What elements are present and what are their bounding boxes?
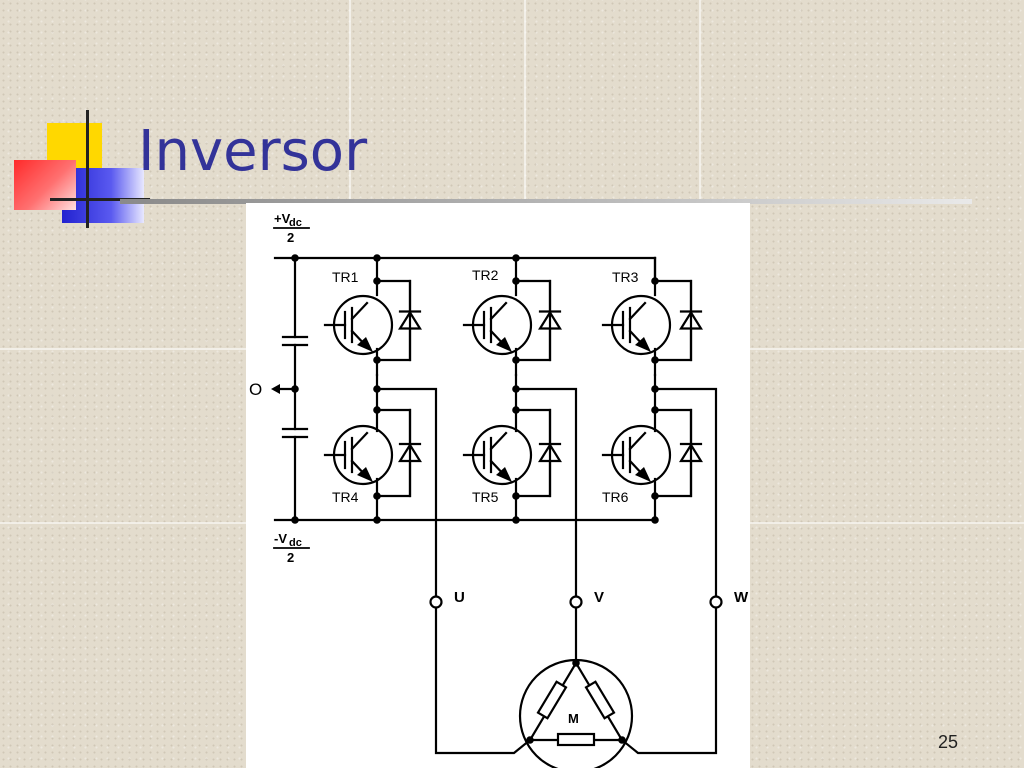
- junction-dot: [373, 492, 381, 500]
- junction-dot: [651, 516, 659, 524]
- diode-TR2: [538, 279, 562, 362]
- phase-terminal-W: [709, 595, 723, 609]
- igbt-TR5-emitter-arrow: [496, 467, 512, 482]
- junction-dot: [373, 356, 381, 364]
- diode-TR4: [398, 408, 422, 498]
- diode-TR6-triangle: [679, 442, 703, 463]
- junction-dot: [373, 254, 381, 262]
- igbt-TR6-emitter-arrow: [635, 467, 651, 482]
- transistor-label-TR2: TR2: [472, 267, 499, 283]
- igbt-TR6: [601, 424, 672, 486]
- igbt-TR5: [462, 424, 533, 486]
- antiparallel-diode-wire: [375, 408, 412, 498]
- igbt-TR2: [462, 294, 533, 356]
- transistor-label-TR3: TR3: [612, 269, 639, 285]
- phase-label-U: U: [454, 589, 465, 606]
- junction-dot: [512, 492, 520, 500]
- vdc-positive-label-denominator: 2: [287, 230, 294, 245]
- vdc-positive-label-subscript: dc: [289, 217, 302, 229]
- winding-resistor: [536, 680, 568, 720]
- diode-TR2-triangle: [538, 310, 562, 330]
- antiparallel-diode-wire: [514, 408, 552, 498]
- igbt-TR1: [323, 294, 394, 356]
- junction-dot: [512, 356, 520, 364]
- junction-dot: [373, 516, 381, 524]
- phase-label-V: V: [594, 589, 604, 606]
- phase-output-wire: [375, 387, 438, 598]
- igbt-TR4: [323, 424, 394, 486]
- vdc-positive-label-numerator: +V: [274, 211, 291, 226]
- winding-resistor: [556, 732, 596, 747]
- vdc-negative-label-numerator: -V: [274, 531, 287, 546]
- vdc-negative-label-subscript: dc: [289, 537, 302, 549]
- transistor-label-TR1: TR1: [332, 269, 359, 285]
- diode-TR1-triangle: [398, 310, 422, 330]
- transistor-label-TR5: TR5: [472, 489, 499, 505]
- logo-vertical-line: [86, 110, 89, 228]
- junction-dot: [291, 516, 299, 524]
- igbt-TR1-emitter-arrow: [357, 337, 373, 352]
- antiparallel-diode-wire: [653, 279, 693, 362]
- page-number: 25: [938, 732, 959, 752]
- midpoint-arrow: [271, 384, 280, 394]
- diode-TR4-triangle: [398, 442, 422, 463]
- diode-TR3: [679, 279, 703, 362]
- decorative-squares-logo: [10, 110, 150, 230]
- igbt-TR3-emitter-arrow: [635, 337, 651, 352]
- transistor-label-TR4: TR4: [332, 489, 359, 505]
- junction-dot: [651, 406, 659, 414]
- igbt-TR2-emitter-arrow: [496, 337, 512, 352]
- motor-feed-W: [620, 606, 718, 755]
- diode-TR5: [538, 408, 562, 498]
- vdc-negative-label-denominator: 2: [287, 550, 294, 565]
- phase-label-W: W: [734, 589, 749, 606]
- logo-red-square: [14, 160, 76, 210]
- page-title: Inversor: [138, 119, 368, 184]
- diode-TR5-triangle: [538, 442, 562, 463]
- junction-dot: [651, 356, 659, 364]
- antiparallel-diode-wire: [375, 279, 412, 362]
- midpoint-label: O: [249, 380, 262, 399]
- phase-terminal-V: [569, 595, 583, 609]
- igbt-TR3: [601, 294, 672, 356]
- motor-label: M: [568, 711, 579, 726]
- junction-dot: [512, 277, 520, 285]
- diode-TR3-triangle: [679, 310, 703, 330]
- winding-resistor: [584, 680, 616, 720]
- diode-TR1: [398, 279, 422, 362]
- junction-dot: [651, 492, 659, 500]
- junction-dot: [373, 406, 381, 414]
- phase-output-wire: [514, 387, 578, 598]
- junction-dot: [512, 406, 520, 414]
- junction-dot: [291, 254, 299, 262]
- junction-dot: [512, 254, 520, 262]
- phase-terminal-U: [429, 595, 443, 609]
- transistor-label-TR6: TR6: [602, 489, 629, 505]
- junction-dot: [512, 516, 520, 524]
- junction-dot: [373, 277, 381, 285]
- antiparallel-diode-wire: [653, 408, 693, 498]
- antiparallel-diode-wire: [514, 279, 552, 362]
- phase-output-wire: [653, 387, 718, 598]
- logo-horizontal-line: [50, 198, 150, 201]
- title-underline: [120, 199, 972, 204]
- motor-feed-U: [434, 606, 532, 755]
- diode-TR6: [679, 408, 703, 498]
- igbt-TR4-emitter-arrow: [357, 467, 373, 482]
